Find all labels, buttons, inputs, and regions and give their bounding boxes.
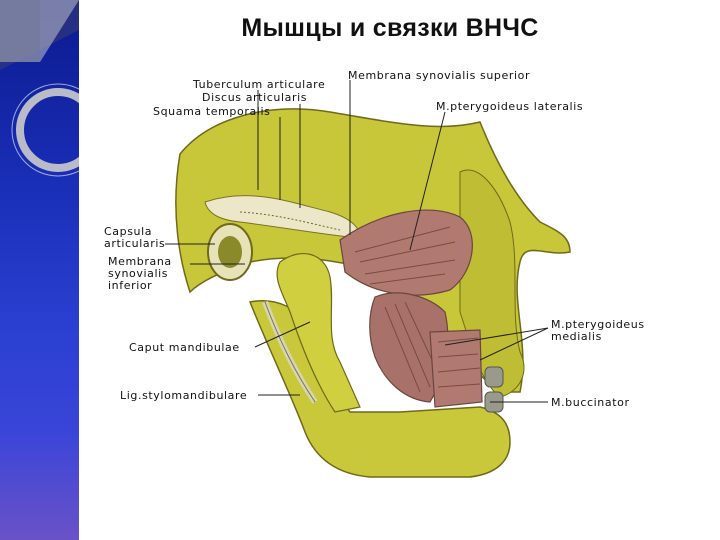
leader-pterygoideus-lateralis xyxy=(409,111,446,251)
mandibular-condyle xyxy=(276,253,361,413)
slide-title: Мышцы и связки ВНЧС xyxy=(241,14,539,42)
ear-canal-inner xyxy=(218,236,242,268)
molar-upper xyxy=(484,366,504,388)
sidebar-shapes xyxy=(0,0,79,177)
label-m-pterygoideus-lateralis: M.pterygoideus lateralis xyxy=(436,100,584,113)
label-membrana: Membrana xyxy=(108,255,172,268)
label-caput-mandibulae: Caput mandibulae xyxy=(129,341,240,354)
buccinator-fibers xyxy=(437,337,481,388)
sidebar-ring xyxy=(16,88,79,172)
leader-caput xyxy=(254,321,311,348)
label-membrana-synovialis-superior: Membrana synovialis superior xyxy=(348,69,531,82)
lateral-pterygoid-fibers xyxy=(354,226,456,285)
tmj-anatomy-illustration xyxy=(175,108,571,478)
sidebar-decoration xyxy=(0,0,79,540)
label-discus-articularis: Discus articularis xyxy=(202,91,308,104)
label-tuberculum-articulare: Tuberculum articulare xyxy=(193,78,326,91)
label-lig-stylomandibulare: Lig.stylomandibulare xyxy=(120,389,248,402)
label-m-buccinator: M.buccinator xyxy=(551,396,630,409)
label-articularis: articularis xyxy=(104,237,166,250)
label-medialis: medialis xyxy=(551,330,602,343)
label-m-pterygoideus: M.pterygoideus xyxy=(551,318,645,331)
medial-pterygoid-muscle xyxy=(369,292,449,403)
sidebar-thin-ring xyxy=(11,83,79,177)
label-inferior: inferior xyxy=(108,279,153,292)
sidebar-gray-block xyxy=(0,0,40,62)
stylomandibular-ligament-edge xyxy=(264,301,316,403)
buccinator-muscle xyxy=(429,329,483,408)
leader-pterygoideus-medialis-a xyxy=(444,327,549,346)
leader-pterygoideus-medialis-b xyxy=(479,327,549,361)
label-synovialis: synovialis xyxy=(108,267,169,280)
label-squama-temporalis: Squama temporalis xyxy=(153,105,271,118)
label-capsula: Capsula xyxy=(104,225,153,238)
sidebar-light-triangle xyxy=(40,0,79,62)
